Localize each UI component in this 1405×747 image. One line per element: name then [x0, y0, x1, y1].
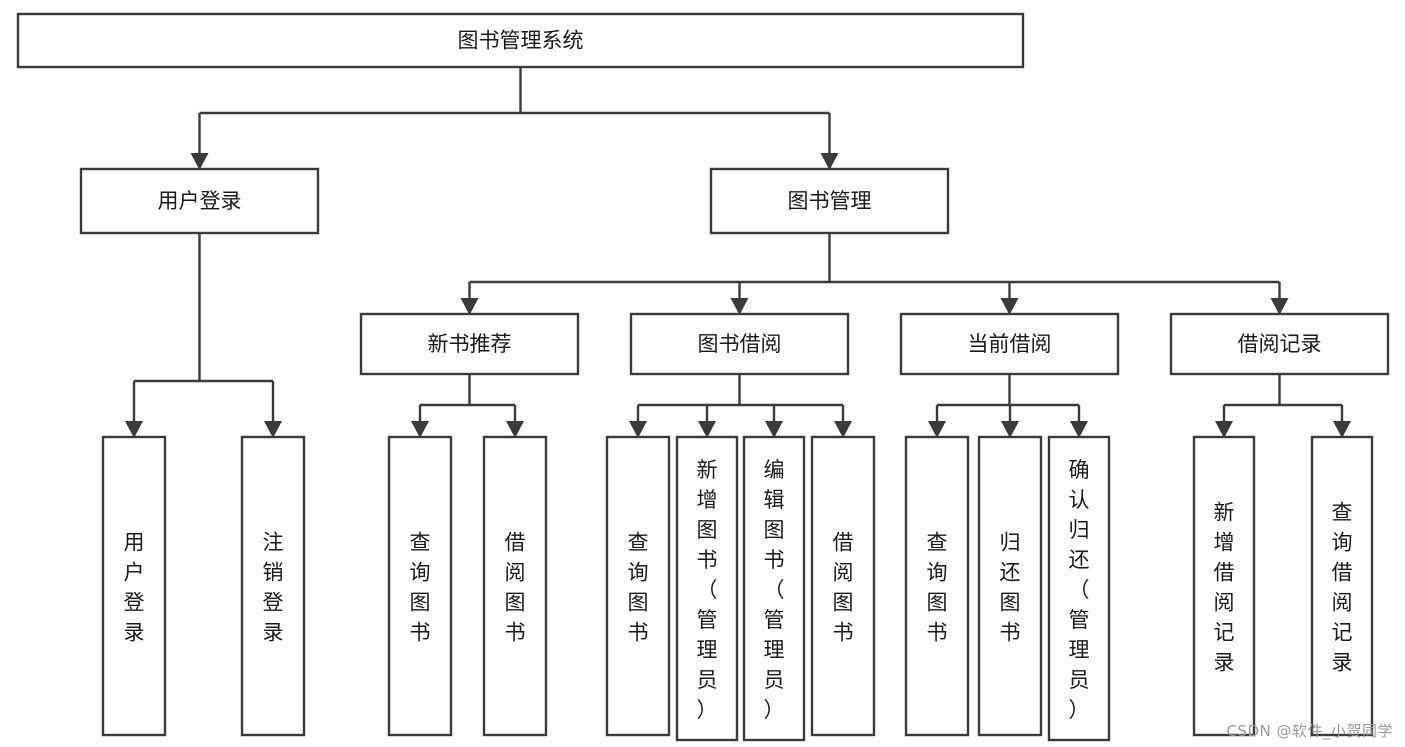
- arrow-head-icon: [928, 421, 946, 438]
- node-layer: 图书管理系统用户登录图书管理新书推荐图书借阅当前借阅借阅记录用户登录注销登录查询…: [16, 12, 1390, 742]
- arrow-head-icon: [1070, 421, 1088, 438]
- node-leaf-nbr-borrow[interactable]: 借阅图书: [482, 435, 548, 737]
- node-box: [79, 167, 320, 235]
- node-label: 查询图书: [410, 530, 431, 644]
- node-label: 新增借阅记录: [1214, 500, 1235, 674]
- node-box: [709, 167, 950, 235]
- node-label: 借阅图书: [505, 530, 526, 644]
- node-label: 图书管理系统: [458, 29, 584, 53]
- node-leaf-bb-add[interactable]: 新增图书（管理员）: [675, 435, 739, 742]
- node-current-borrow[interactable]: 当前借阅: [899, 312, 1120, 376]
- edge-group-book-borrow: [629, 374, 852, 438]
- node-new-book-rec[interactable]: 新书推荐: [359, 312, 580, 376]
- node-leaf-cb-confirm[interactable]: 确认归还（管理员）: [1047, 435, 1111, 742]
- arrow-head-icon: [629, 421, 647, 438]
- node-box: [675, 435, 739, 742]
- node-box: [359, 312, 580, 376]
- node-label: 新增图书（管理员）: [697, 458, 718, 722]
- node-box: [810, 435, 876, 737]
- node-box: [240, 435, 306, 737]
- node-leaf-bb-edit[interactable]: 编辑图书（管理员）: [742, 435, 806, 742]
- node-leaf-user-login[interactable]: 用户登录: [101, 435, 167, 737]
- node-book-borrow[interactable]: 图书借阅: [629, 312, 850, 376]
- node-box: [904, 435, 970, 737]
- node-borrow-record[interactable]: 借阅记录: [1169, 312, 1390, 376]
- arrow-head-icon: [698, 421, 716, 438]
- node-user-login[interactable]: 用户登录: [79, 167, 320, 235]
- arrow-head-icon: [765, 421, 783, 438]
- node-box: [629, 312, 850, 376]
- node-leaf-nbr-query[interactable]: 查询图书: [387, 435, 453, 737]
- node-leaf-br-add[interactable]: 新增借阅记录: [1192, 435, 1256, 737]
- node-label: 编辑图书（管理员）: [764, 458, 785, 722]
- node-box: [482, 435, 548, 737]
- node-label: 借阅图书: [833, 530, 854, 644]
- node-leaf-user-logout[interactable]: 注销登录: [240, 435, 306, 737]
- connector-layer: [125, 67, 1351, 438]
- node-leaf-bb-borrow[interactable]: 借阅图书: [810, 435, 876, 737]
- arrow-head-icon: [1000, 298, 1019, 315]
- node-label: 查询图书: [927, 530, 948, 644]
- edge-group-root: [190, 67, 839, 170]
- arrow-head-icon: [1001, 421, 1019, 438]
- node-box: [16, 12, 1025, 69]
- edge-group-borrow-record: [1215, 374, 1351, 438]
- node-label: 新书推荐: [428, 332, 512, 356]
- node-box: [1047, 435, 1111, 742]
- node-label: 借阅记录: [1238, 332, 1322, 356]
- arrow-head-icon: [506, 421, 524, 438]
- node-label: 查询借阅记录: [1332, 500, 1353, 674]
- node-label: 确认归还（管理员）: [1069, 458, 1090, 722]
- node-label: 图书管理: [788, 189, 872, 213]
- arrow-head-icon: [411, 421, 429, 438]
- arrow-head-icon: [264, 421, 282, 438]
- arrow-head-icon: [1270, 298, 1289, 315]
- node-box: [1310, 435, 1374, 737]
- node-box: [977, 435, 1043, 737]
- edge-group-book-mgmt: [460, 233, 1289, 315]
- node-leaf-br-query[interactable]: 查询借阅记录: [1310, 435, 1374, 737]
- arrow-head-icon: [1215, 421, 1233, 438]
- node-box: [605, 435, 671, 737]
- edge-group-new-book-rec: [411, 374, 524, 438]
- node-box: [1192, 435, 1256, 737]
- arrow-head-icon: [820, 153, 839, 170]
- arrow-head-icon: [834, 421, 852, 438]
- node-box: [899, 312, 1120, 376]
- node-label: 用户登录: [124, 530, 145, 644]
- node-root[interactable]: 图书管理系统: [16, 12, 1025, 69]
- node-book-mgmt[interactable]: 图书管理: [709, 167, 950, 235]
- node-label: 图书借阅: [698, 332, 782, 356]
- node-label: 归还图书: [1000, 530, 1021, 644]
- node-label: 注销登录: [263, 530, 284, 644]
- edge-group-user-login: [125, 233, 282, 438]
- node-label: 当前借阅: [968, 332, 1052, 356]
- node-leaf-cb-return[interactable]: 归还图书: [977, 435, 1043, 737]
- node-box: [101, 435, 167, 737]
- arrow-head-icon: [730, 298, 749, 315]
- node-label: 用户登录: [158, 189, 242, 213]
- arrow-head-icon: [190, 153, 209, 170]
- node-leaf-bb-query[interactable]: 查询图书: [605, 435, 671, 737]
- node-box: [742, 435, 806, 742]
- node-box: [1169, 312, 1390, 376]
- node-label: 查询图书: [628, 530, 649, 644]
- arrow-head-icon: [1333, 421, 1351, 438]
- node-box: [387, 435, 453, 737]
- arrow-head-icon: [125, 421, 143, 438]
- node-leaf-cb-query[interactable]: 查询图书: [904, 435, 970, 737]
- arrow-head-icon: [460, 298, 479, 315]
- edge-group-current-borrow: [928, 374, 1088, 438]
